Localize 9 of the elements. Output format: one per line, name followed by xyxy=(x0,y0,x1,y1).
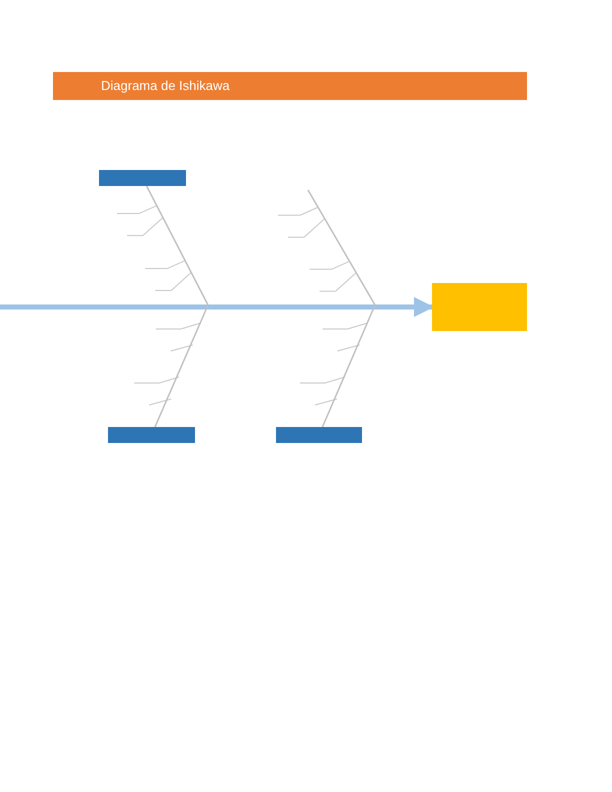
category-box xyxy=(99,170,186,186)
effect-box xyxy=(432,283,527,331)
bone-line xyxy=(146,186,209,306)
category-box xyxy=(276,427,362,443)
bone-line xyxy=(322,304,376,428)
spine-arrow xyxy=(0,297,434,317)
title-bar: Diagrama de Ishikawa xyxy=(53,72,527,100)
bone-line xyxy=(154,304,209,428)
category-box xyxy=(108,427,195,443)
